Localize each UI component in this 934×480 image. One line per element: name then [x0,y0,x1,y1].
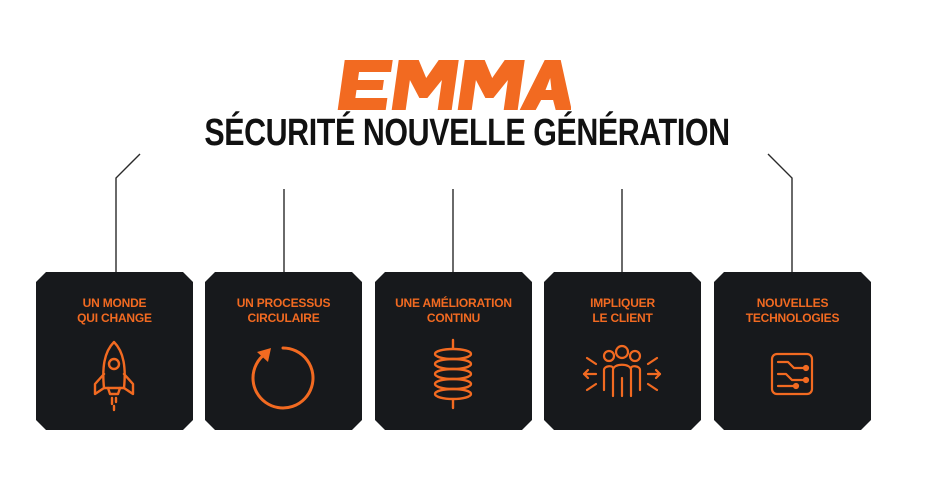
card-title: NOUVELLES TECHNOLOGIES [718,296,867,326]
circular-arrow-icon [243,338,323,418]
card-title-line2: TECHNOLOGIES [745,311,840,325]
card-title-line2: QUI CHANGE [77,311,152,325]
headline: SÉCURITÉ NOUVELLE GÉNÉRATION [204,112,730,154]
card-title: UN MONDE QUI CHANGE [40,296,189,326]
card-title-line1: UNE AMÉLIORATION [395,296,512,310]
card-title-line2: CONTINU [426,311,481,325]
people-group-icon [582,338,662,418]
card-processus: UN PROCESSUS CIRCULAIRE [205,272,362,430]
card-title: IMPLIQUER LE CLIENT [548,296,697,326]
rocket-icon [74,338,154,418]
circuit-chip-icon [752,338,832,418]
emma-logo-graphic [337,60,571,110]
card-title-line2: CIRCULAIRE [247,311,320,325]
connector-line-5 [767,153,793,272]
card-technologies: NOUVELLES TECHNOLOGIES [714,272,871,430]
card-amelioration: UNE AMÉLIORATION CONTINU [375,272,532,430]
card-title-line1: NOUVELLES [756,296,829,310]
card-monde: UN MONDE QUI CHANGE [36,272,193,430]
card-client: IMPLIQUER LE CLIENT [544,272,701,430]
card-title: UNE AMÉLIORATION CONTINU [379,296,528,326]
emma-logo [337,58,571,112]
card-title-line1: IMPLIQUER [590,296,655,310]
card-title-line2: LE CLIENT [592,311,653,325]
spring-coil-icon [413,338,493,418]
card-title: UN PROCESSUS CIRCULAIRE [209,296,358,326]
card-title-line1: UN MONDE [82,296,147,310]
card-title-line1: UN PROCESSUS [236,296,331,310]
connector-line-1 [115,153,141,272]
